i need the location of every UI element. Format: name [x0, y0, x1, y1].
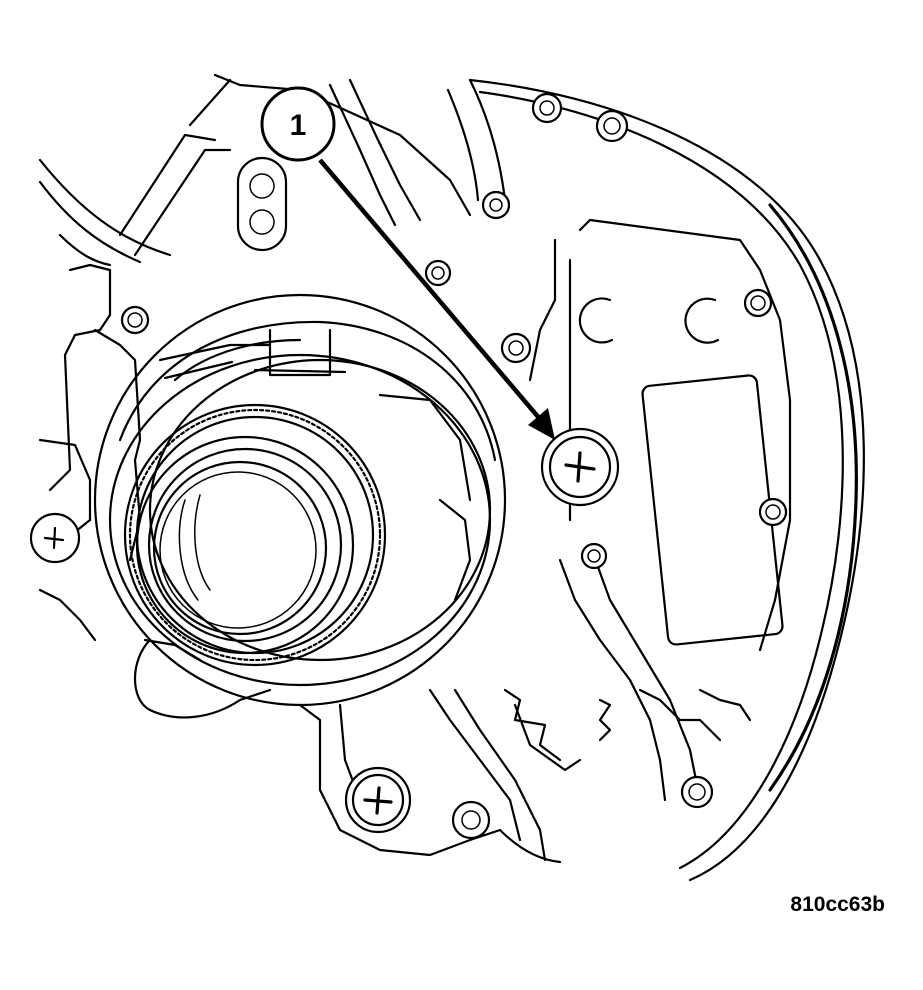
- lower-screw: [344, 766, 412, 834]
- callout-number: 1: [290, 109, 307, 142]
- callout-circle: [260, 86, 336, 162]
- leader-arrowhead: [528, 408, 555, 440]
- pump-body-plate: [503, 218, 792, 772]
- shaft-bore: [135, 435, 355, 655]
- target-screw: [540, 427, 620, 507]
- pump-hub: [93, 293, 507, 707]
- leader-line: [318, 158, 547, 427]
- left-screw: [29, 512, 81, 564]
- figure-code-label: 810cc63b: [790, 893, 885, 916]
- mounting-bosses: [120, 92, 788, 840]
- callout-1: 1: [260, 86, 555, 440]
- housing-outline: [38, 73, 865, 882]
